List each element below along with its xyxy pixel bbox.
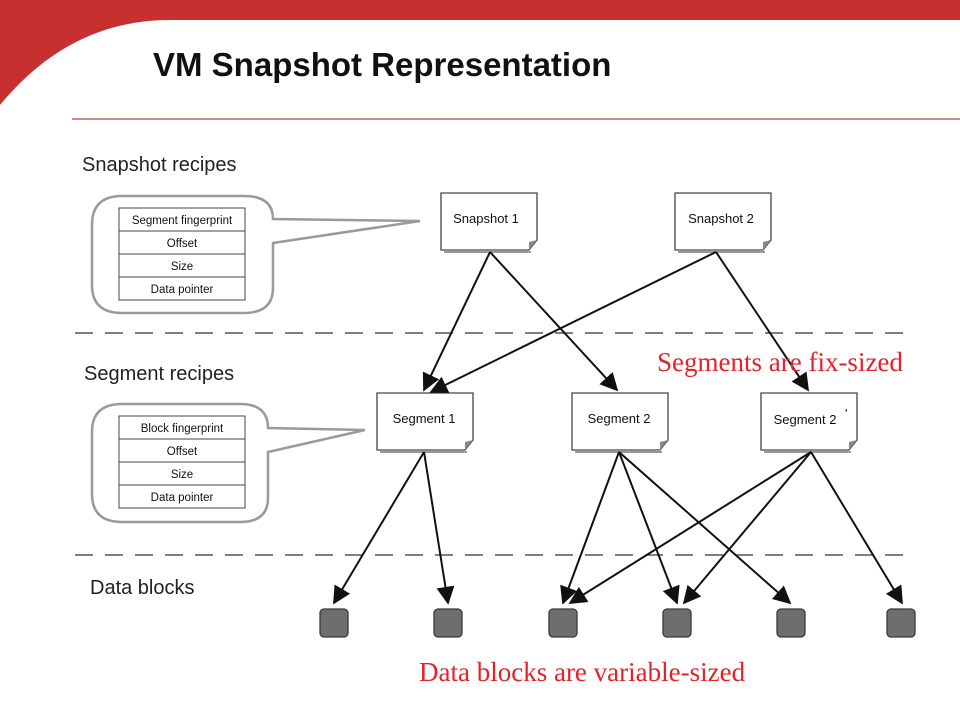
segment-recipe-callout: Block fingerprint Offset Size Data point…	[90, 402, 366, 524]
snapshot-label: Snapshot 2	[688, 211, 754, 226]
segment-label: Segment 1	[393, 411, 456, 426]
segment-arrows	[333, 451, 903, 605]
snapshot-node: Snapshot 2	[674, 192, 772, 253]
snapshot-recipe-field: Offset	[167, 238, 198, 250]
section-label-data-blocks: Data blocks	[90, 577, 195, 599]
segment-node: Segment 1	[376, 392, 474, 453]
segment-recipe-field: Size	[171, 469, 193, 481]
segment-label: Segment 2	[588, 411, 651, 426]
data-block	[433, 608, 463, 638]
segment-label: Segment 2	[774, 412, 837, 427]
data-block	[662, 608, 692, 638]
snapshot-recipe-field: Size	[171, 261, 193, 273]
segment-recipe-field: Data pointer	[151, 492, 214, 504]
slide-title: VM Snapshot Representation	[153, 46, 612, 83]
data-block	[886, 608, 916, 638]
snapshot-arrows	[422, 251, 809, 393]
segment-node: Segment 2	[571, 392, 669, 453]
snapshot-recipe-callout: Segment fingerprint Offset Size Data poi…	[90, 194, 421, 315]
data-block	[776, 608, 806, 638]
snapshot-node: Snapshot 1	[440, 192, 538, 253]
section-label-snapshot-recipes: Snapshot recipes	[82, 154, 237, 176]
segment-recipe-field: Offset	[167, 446, 198, 458]
snapshot-recipe-field: Segment fingerprint	[132, 215, 233, 227]
data-block	[319, 608, 349, 638]
segment-node: Segment 2 '	[760, 392, 858, 453]
note-blocks-variable: Data blocks are variable-sized	[419, 657, 746, 687]
segment-prime-mark: '	[845, 406, 847, 421]
header-band	[0, 0, 960, 105]
snapshot-label: Snapshot 1	[453, 211, 519, 226]
segment-recipe-field: Block fingerprint	[141, 423, 224, 435]
snapshot-recipe-field: Data pointer	[151, 284, 214, 296]
data-blocks	[319, 608, 916, 638]
note-segments-fixed: Segments are fix-sized	[657, 347, 903, 377]
section-label-segment-recipes: Segment recipes	[84, 363, 235, 385]
data-block	[548, 608, 578, 638]
